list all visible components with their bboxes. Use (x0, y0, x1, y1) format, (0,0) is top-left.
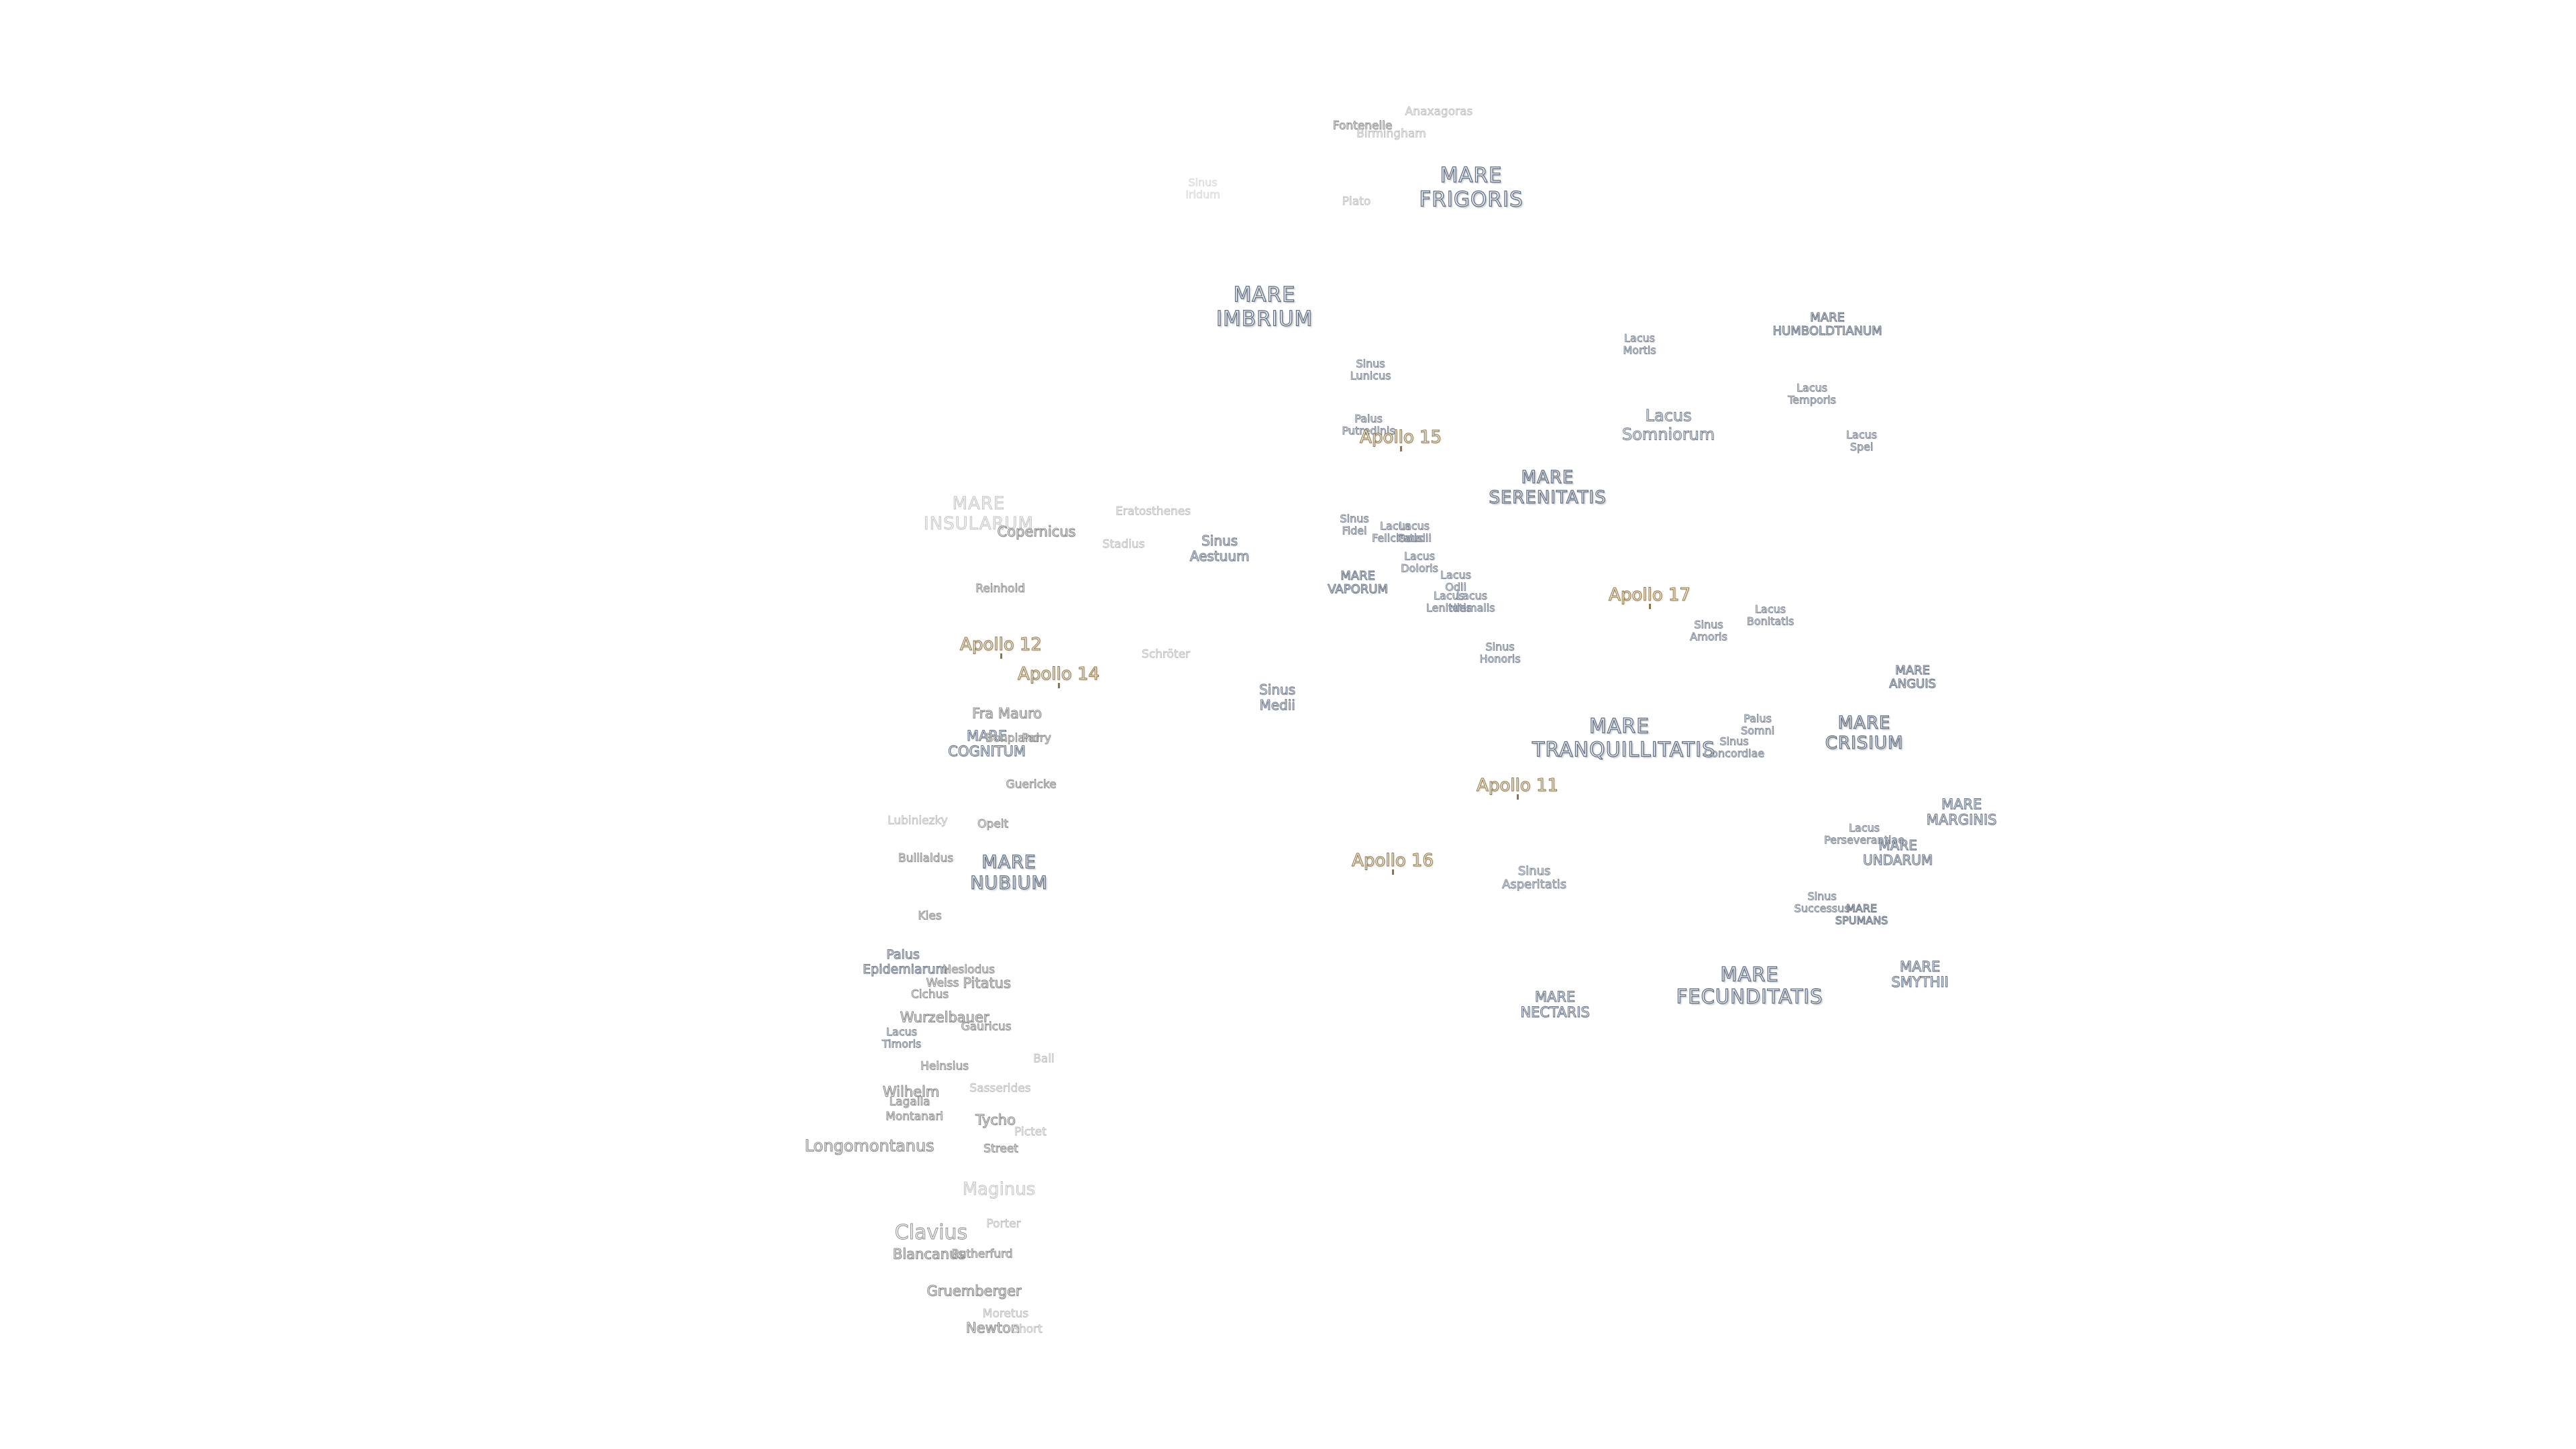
lake-label-lacus-odii[interactable]: Lacus Odii (1440, 568, 1472, 593)
lake-label-sinus-asperitatis[interactable]: Sinus Asperitatis (1501, 864, 1567, 892)
lake-label-lacus-hiemalis[interactable]: Lacus Hiemalis (1448, 589, 1495, 614)
crater-label-sasserides[interactable]: Sasserides (969, 1081, 1031, 1095)
crater-label-street[interactable]: Street (983, 1142, 1018, 1156)
lake-label-sinus-successus[interactable]: Sinus Successus (1794, 890, 1850, 914)
lake-label-lacus-perseverantiae[interactable]: Lacus Perseverantiae (1824, 821, 1905, 846)
lake-label-lacus-timoris[interactable]: Lacus Timoris (881, 1025, 922, 1050)
lake-label-lacus-felicitatis[interactable]: Lacus Felicitatis (1372, 519, 1423, 544)
mare-label-serenitatis[interactable]: MARE SERENITATIS (1489, 468, 1607, 508)
crater-label-wilhelm[interactable]: Wilhelm (882, 1083, 940, 1100)
lake-label-sinus-concordiae[interactable]: Sinus Concordiae (1703, 735, 1765, 759)
crater-label-pitatus[interactable]: Pitatus (963, 975, 1011, 991)
lake-label-lacus-temporis[interactable]: Lacus Temporis (1788, 381, 1836, 406)
crater-label-wurzelbauer[interactable]: Wurzelbauer (900, 1009, 989, 1026)
mare-label-spumans[interactable]: MARE SPUMANS (1835, 902, 1888, 926)
crater-label-heinsius[interactable]: Heinsius (920, 1059, 969, 1073)
crater-label-guericke[interactable]: Guericke (1006, 777, 1057, 792)
crater-label-lagalla[interactable]: Lagalla (889, 1095, 930, 1109)
mare-label-fecunditatis[interactable]: MARE FECUNDITATIS (1676, 963, 1823, 1008)
mare-label-tranquillitatis[interactable]: MARE TRANQUILLITATIS (1532, 714, 1716, 761)
crater-label-birmingham[interactable]: Birmingham (1356, 127, 1426, 141)
crater-label-plato[interactable]: Plato (1342, 195, 1371, 209)
crater-label-fra-mauro[interactable]: Fra Mauro (971, 705, 1042, 722)
crater-label-opelt[interactable]: Opelt (977, 817, 1009, 831)
mare-label-frigoris[interactable]: MARE FRIGORIS (1419, 163, 1523, 212)
mare-label-nectaris[interactable]: MARE NECTARIS (1520, 988, 1590, 1020)
crater-label-newton[interactable]: Newton (965, 1320, 1020, 1336)
crater-label-lubiniezky[interactable]: Lubiniezky (888, 814, 948, 828)
crater-label-gauricus[interactable]: Gauricus (961, 1020, 1012, 1034)
lake-label-lacus-gaudii-north[interactable]: Lacus Gaudii (1397, 519, 1432, 544)
mare-label-nubium[interactable]: MARE NUBIUM (970, 851, 1048, 894)
apollo-14-landing-site[interactable]: Apollo 14 (1018, 664, 1099, 688)
lake-label-sinus-amoris[interactable]: Sinus Amoris (1690, 618, 1727, 643)
lake-label-palus-epidemiarum[interactable]: Palus Epidemiarum (863, 947, 949, 977)
crater-label-gruemberger[interactable]: Gruemberger (926, 1283, 1022, 1299)
crater-label-montanari[interactable]: Montanari (885, 1110, 944, 1124)
crater-label-longomontanus[interactable]: Longomontanus (804, 1136, 934, 1155)
crater-label-clavius[interactable]: Clavius (894, 1221, 968, 1244)
mare-label-vaporum[interactable]: MARE VAPORUM (1328, 569, 1389, 596)
crater-label-pictet[interactable]: Pictet (1014, 1125, 1046, 1139)
lake-label-palus-somni[interactable]: Palus Somni (1740, 712, 1775, 737)
mare-label-anguis[interactable]: MARE ANGUIS (1889, 663, 1937, 691)
lake-label-lacus-bonitatis[interactable]: Lacus Bonitatis (1746, 602, 1794, 627)
crater-label-bonpland[interactable]: Bonpland (985, 731, 1040, 745)
apollo-16-landing-site[interactable]: Apollo 16 (1352, 851, 1434, 875)
crater-label-cichus[interactable]: Cichus (910, 987, 949, 1002)
apollo-15-landing-site[interactable]: Apollo 15 (1360, 427, 1442, 451)
mare-label-smythii[interactable]: MARE SMYTHII (1891, 958, 1949, 990)
mare-label-marginis[interactable]: MARE MARGINIS (1926, 796, 1997, 828)
mare-label-cognitum[interactable]: MARE COGNITUM (948, 727, 1026, 759)
crater-label-weiss[interactable]: Weiss (926, 976, 959, 990)
crater-label-maginus[interactable]: Maginus (962, 1179, 1036, 1199)
crater-label-moretus[interactable]: Moretus (982, 1307, 1029, 1321)
crater-label-schroter[interactable]: Schröter (1141, 647, 1191, 661)
lake-label-sinus-aestuum[interactable]: Sinus Aestuum (1189, 533, 1250, 564)
lake-label-sinus-lunicus[interactable]: Sinus Lunicus (1350, 357, 1391, 382)
crater-label-porter[interactable]: Porter (986, 1217, 1021, 1231)
crater-label-tycho[interactable]: Tycho (975, 1112, 1016, 1128)
mare-label-undarum[interactable]: MARE UNDARUM (1862, 837, 1933, 868)
apollo-17-landing-site[interactable]: Apollo 17 (1609, 585, 1690, 609)
crater-label-stadius[interactable]: Stadius (1102, 537, 1145, 551)
crater-label-blancanus[interactable]: Blancanus (892, 1246, 966, 1263)
mare-label-imbrium[interactable]: MARE IMBRIUM (1216, 282, 1313, 331)
lake-label-lacus-doloris[interactable]: Lacus Doloris (1401, 549, 1438, 574)
apollo-11-landing-site[interactable]: Apollo 11 (1477, 775, 1558, 800)
crater-label-reinhold[interactable]: Reinhold (975, 582, 1025, 596)
lake-label-lacus-somniorum[interactable]: Lacus Somniorum (1621, 406, 1715, 443)
mare-label-insularum[interactable]: MARE INSULARUM (923, 494, 1034, 534)
crater-label-kies[interactable]: Kies (918, 909, 942, 923)
lake-label-lacus-spei[interactable]: Lacus Spei (1846, 428, 1878, 453)
lake-label-sinus-medii[interactable]: Sinus Medii (1258, 682, 1296, 713)
mare-label-crisium[interactable]: MARE CRISIUM (1825, 713, 1904, 754)
apollo-12-landing-site[interactable]: Apollo 12 (960, 635, 1042, 659)
lake-label-palus-putredinis[interactable]: Palus Putredinis (1342, 412, 1395, 437)
crater-label-rutherfurd[interactable]: Rutherfurd (951, 1247, 1013, 1261)
crater-label-eratosthenes[interactable]: Eratosthenes (1115, 504, 1191, 519)
crater-label-short[interactable]: Short (1012, 1322, 1042, 1336)
crater-label-bullialdus[interactable]: Bullialdus (898, 851, 954, 865)
crater-label-copernicus[interactable]: Copernicus (997, 523, 1076, 540)
lake-label-sinus-iridum[interactable]: Sinus Iridum (1185, 176, 1220, 201)
lake-label-lacus-mortis[interactable]: Lacus Mortis (1623, 331, 1656, 356)
lake-label-sinus-honoris[interactable]: Sinus Honoris (1479, 640, 1521, 665)
crater-label-hesiodus[interactable]: Hesiodus (943, 963, 995, 977)
crater-label-parry[interactable]: Parry (1022, 731, 1051, 745)
crater-label-fontenelle[interactable]: Fontenelle (1332, 119, 1393, 133)
crater-label-anaxagoras[interactable]: Anaxagoras (1405, 105, 1473, 119)
lake-label-lacus-lenitatis[interactable]: Lacus Lenitatis (1426, 589, 1472, 614)
crater-label-ball[interactable]: Ball (1033, 1052, 1055, 1066)
lake-label-sinus-fidei[interactable]: Sinus Fidei (1340, 512, 1369, 537)
mare-label-humboldtianum[interactable]: MARE HUMBOLDTIANUM (1772, 311, 1882, 338)
